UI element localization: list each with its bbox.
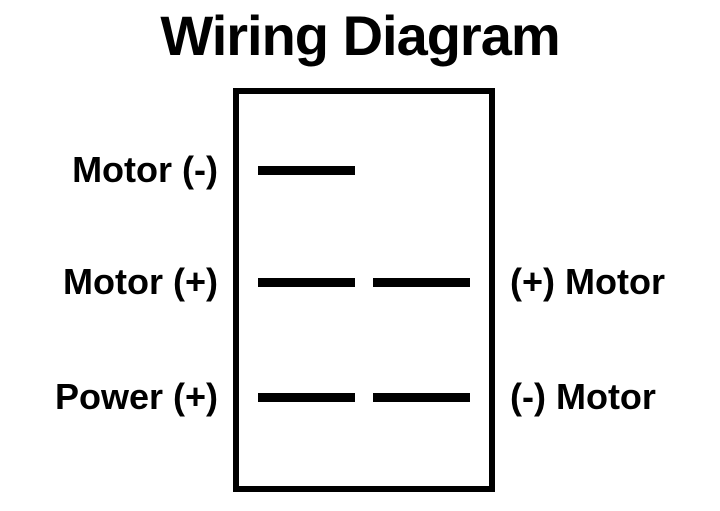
label-left-motor-negative: Motor (-)	[72, 149, 218, 190]
terminal-top-left	[258, 166, 355, 175]
label-left-power-positive: Power (+)	[54, 376, 218, 417]
page-title: Wiring Diagram	[160, 4, 560, 67]
terminal-bottom-left	[258, 393, 355, 402]
label-left-motor-positive: Motor (+)	[63, 261, 218, 302]
label-right-positive-motor: (+) Motor	[510, 261, 665, 302]
terminal-middle-right	[373, 278, 470, 287]
terminal-middle-left	[258, 278, 355, 287]
label-right-negative-motor: (-) Motor	[510, 376, 656, 417]
terminal-bottom-right	[373, 393, 470, 402]
switch-body-rectangle	[233, 88, 495, 492]
